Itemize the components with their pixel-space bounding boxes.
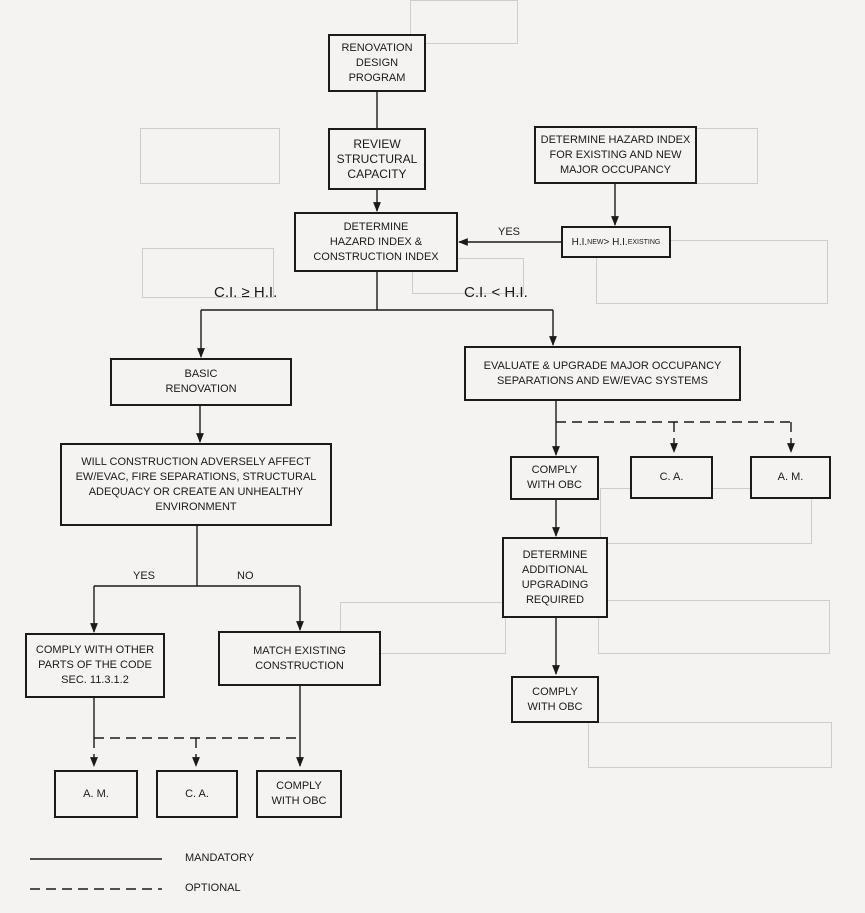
- node-will-construction-affect: WILL CONSTRUCTION ADVERSELY AFFECT EW/EV…: [60, 443, 332, 526]
- edge-label-no-branch: NO: [237, 570, 254, 582]
- node-comply-obc-right-1: COMPLY WITH OBC: [510, 456, 599, 500]
- node-review-structural-capacity: REVIEW STRUCTURAL CAPACITY: [328, 128, 426, 190]
- node-comply-obc-right-2: COMPLY WITH OBC: [511, 676, 599, 723]
- hi-existing-subscript: EXISTING: [627, 238, 661, 246]
- hi-prefix: H.I.: [571, 236, 588, 248]
- background-ghost-box: [412, 258, 524, 294]
- node-comply-obc-left: COMPLY WITH OBC: [256, 770, 342, 818]
- node-determine-hazard-index-existing-new: DETERMINE HAZARD INDEX FOR EXISTING AND …: [534, 126, 697, 184]
- background-ghost-box: [410, 0, 518, 44]
- background-ghost-box: [598, 600, 830, 654]
- node-am-right: A. M.: [750, 456, 831, 499]
- legend-optional-label: OPTIONAL: [185, 882, 241, 894]
- background-ghost-box: [142, 248, 274, 298]
- hi-new-subscript: NEW: [587, 238, 604, 246]
- node-renovation-design-program: RENOVATION DESIGN PROGRAM: [328, 34, 426, 92]
- hi-operator: > H.I.: [603, 236, 628, 248]
- node-evaluate-upgrade: EVALUATE & UPGRADE MAJOR OCCUPANCY SEPAR…: [464, 346, 741, 401]
- edge-label-yes-top: YES: [498, 226, 521, 238]
- node-basic-renovation: BASIC RENOVATION: [110, 358, 292, 406]
- node-determine-additional-upgrading: DETERMINE ADDITIONAL UPGRADING REQUIRED: [502, 537, 608, 618]
- node-ca-right: C. A.: [630, 456, 713, 499]
- edge-label-ci-lt-hi: C.I. < H.I.: [464, 284, 528, 301]
- background-ghost-box: [340, 602, 506, 654]
- node-determine-hazard-construction-index: DETERMINE HAZARD INDEX & CONSTRUCTION IN…: [294, 212, 458, 272]
- background-ghost-box: [588, 722, 832, 768]
- edge-label-yes-branch: YES: [133, 570, 156, 582]
- edge-label-ci-ge-hi: C.I. ≥ H.I.: [214, 284, 278, 301]
- node-ca-left: C. A.: [156, 770, 238, 818]
- node-hazard-index-compare: H.I.NEW > H.I.EXISTING: [561, 226, 671, 258]
- legend-mandatory-label: MANDATORY: [185, 852, 255, 864]
- node-comply-other-parts: COMPLY WITH OTHER PARTS OF THE CODE SEC.…: [25, 633, 165, 698]
- background-ghost-box: [140, 128, 280, 184]
- node-am-left: A. M.: [54, 770, 138, 818]
- background-ghost-box: [596, 240, 828, 304]
- node-match-existing: MATCH EXISTING CONSTRUCTION: [218, 631, 381, 686]
